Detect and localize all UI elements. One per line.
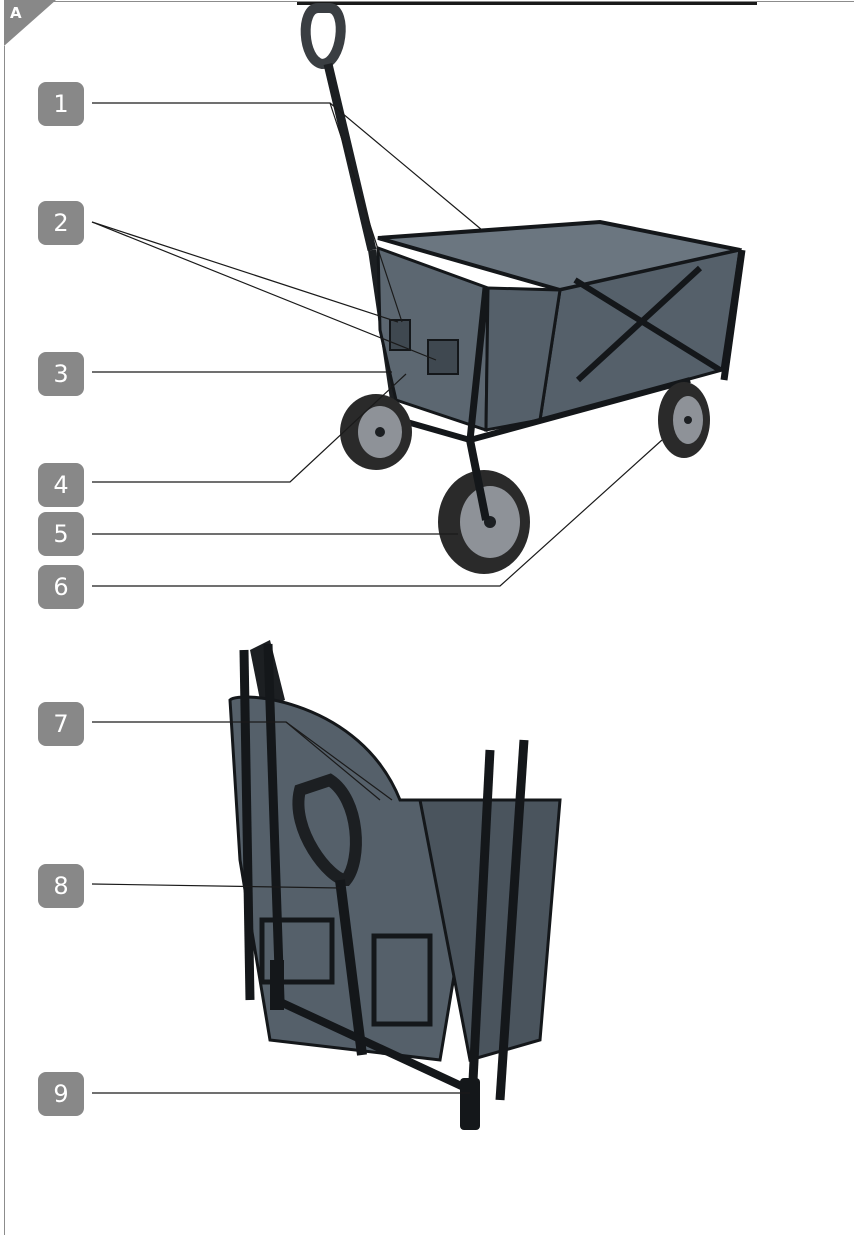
callout-1: 1: [38, 82, 84, 126]
header-rule: [297, 2, 757, 5]
leader-lines: [91, 102, 663, 1094]
page-border-top: [4, 1, 854, 2]
wheel-foot: [460, 1078, 480, 1130]
section-tab: [4, 0, 56, 46]
callout-9: 9: [38, 1072, 84, 1116]
callout-2: 2: [38, 201, 84, 245]
wagon-unfolded: [300, 3, 746, 574]
callout-7: 7: [38, 702, 84, 746]
wheel-front-right: [438, 439, 530, 574]
side-pocket: [389, 319, 411, 351]
wheel-rear: [658, 382, 710, 458]
handle-grip: [300, 3, 346, 70]
folded-handle: [292, 773, 362, 887]
callout-8: 8: [38, 864, 84, 908]
wheel-front-left: [340, 394, 412, 470]
wagon-folded: [228, 640, 562, 1130]
callout-5: 5: [38, 512, 84, 556]
callout-3: 3: [38, 352, 84, 396]
callout-6: 6: [38, 565, 84, 609]
handle-bar: [323, 62, 377, 252]
cross-brace: [573, 277, 722, 373]
callout-4: 4: [38, 463, 84, 507]
page-border-left: [4, 46, 5, 1235]
section-label: A: [10, 4, 22, 22]
